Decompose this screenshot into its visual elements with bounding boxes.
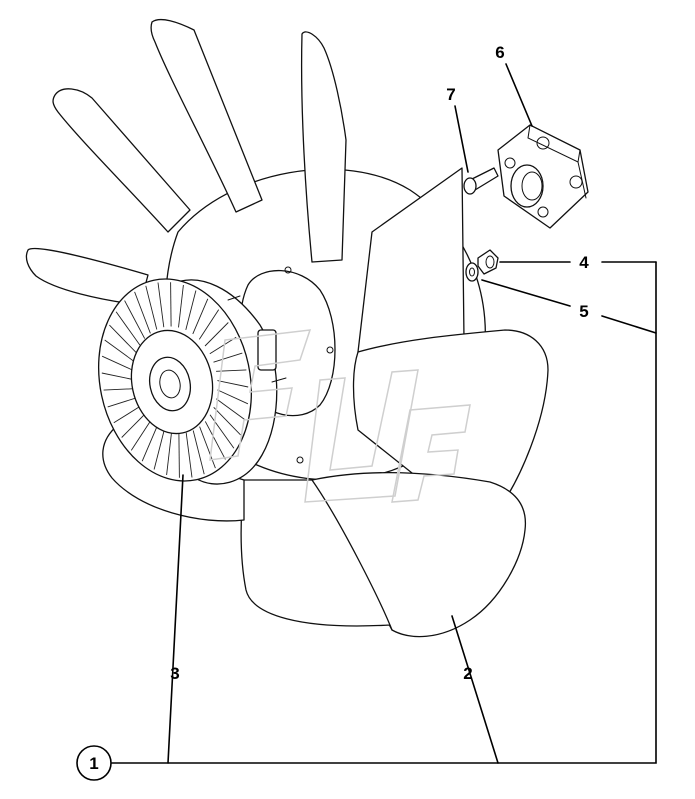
adapter-flange [497,124,589,229]
hub-hole [296,456,304,464]
cooling-fin [109,324,137,354]
cooling-fin [113,405,141,424]
cooling-fin [134,291,151,334]
cooling-fin [153,429,165,470]
flange-bolt-hole [537,206,549,218]
cooling-fin [215,398,246,421]
bolt-head [463,177,477,195]
callout-5: 5 [579,302,588,321]
cooling-fin [101,355,133,371]
nut [477,249,499,275]
clutch-center-core [159,369,181,399]
flange-bolt-hole [504,157,516,169]
leader-5-branch [601,315,657,334]
cooling-fin [107,397,137,408]
flange-bolt-hole [536,136,550,150]
washer-ring [465,262,479,282]
cooling-fin [213,352,243,363]
cooling-fin [166,432,172,476]
cooling-fin [145,285,158,330]
watermark-glyph [304,369,419,503]
fan-blade [311,472,527,638]
cooling-fin [178,284,184,328]
cooling-fin [130,420,152,451]
cooling-fin [104,339,135,362]
cooling-fin [157,282,165,328]
cooling-fin [217,380,249,388]
callout-6: 6 [495,43,504,62]
fan-blade [52,88,191,233]
fan-blade [300,31,347,263]
callout-3: 3 [170,664,179,683]
callout-1-circle [76,745,112,781]
flange-spigot [510,164,544,208]
leader-2 [451,615,499,764]
cooling-fin [209,414,235,449]
clutch-cooling-fins [101,282,249,478]
cooling-fin [217,389,249,405]
flange-spigot-inner [521,171,543,201]
cooling-fin [185,290,197,331]
cooling-fin [185,432,193,478]
nut-body [477,249,499,275]
cooling-fin [141,425,158,462]
cooling-fin [170,282,172,327]
callout-4: 4 [579,253,589,272]
leader-7 [454,105,469,173]
cooling-fin [213,406,241,436]
cooling-fin [198,309,220,340]
cooling-fin [103,388,134,391]
cooling-fin [178,433,180,478]
fan-blade [240,479,393,631]
leader-3 [167,474,184,764]
leader-lines [111,63,657,764]
cooling-fin [115,311,141,346]
fan-blade [25,247,149,306]
watermark [209,329,471,503]
fan-blade [352,329,549,522]
cooling-fin [192,430,205,475]
callout-2: 2 [463,664,472,683]
leader-6 [505,63,533,127]
cooling-fin [121,413,146,438]
cooling-fin [204,322,229,347]
washer-hole [469,267,475,277]
watermark-glyph [209,329,312,461]
nut-bore [485,255,495,269]
fan-blade [150,18,263,213]
clutch-stud [227,295,241,301]
bolt [463,167,499,195]
cooling-fin [192,298,209,335]
hub-hole [326,346,334,354]
flange-edge [527,124,581,163]
hub-hole [284,266,292,274]
flange-bolt-hole [569,175,583,189]
clutch-center-boss [148,356,192,412]
cooling-fin [124,300,146,339]
washer [465,262,479,282]
callout-1: 1 [89,754,98,773]
callout-7: 7 [446,85,455,104]
leader-1-main [111,261,657,764]
clutch-stud [271,377,287,383]
cooling-fin [204,421,226,460]
clutch-mount-flange [257,329,277,371]
cooling-fin [101,372,133,380]
cooling-fin [199,426,216,469]
watermark-glyph [391,404,471,503]
leader-5 [481,279,571,307]
